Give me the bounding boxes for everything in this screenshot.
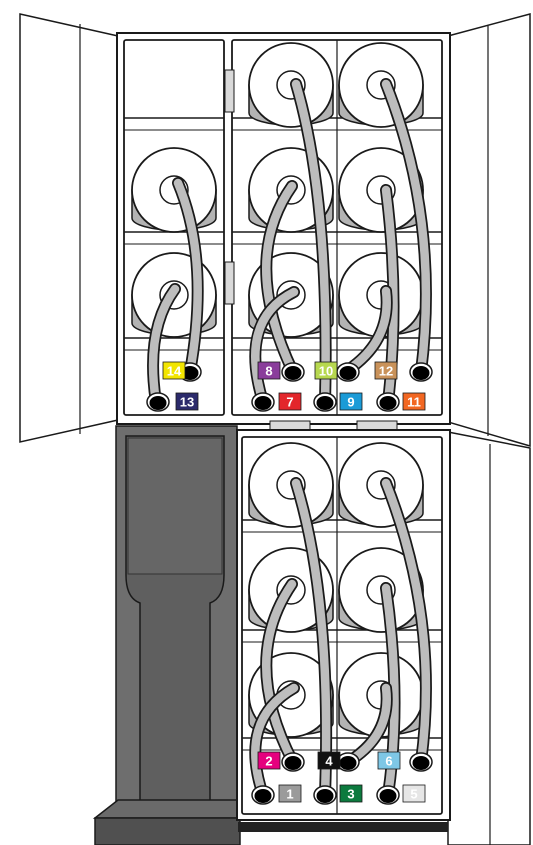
control-tower [116,426,237,806]
cartridge-tag-3: 3 [340,785,362,802]
connector-port[interactable] [377,786,399,804]
connector-port[interactable] [252,393,274,411]
connector-port[interactable] [410,363,432,381]
cartridge-tag-14: 14 [163,362,185,379]
cartridge-tag-13: 13 [176,393,198,410]
connector-port[interactable] [337,363,359,381]
cartridge-number: 11 [407,395,421,410]
cartridge-tag-7: 7 [279,393,301,410]
cartridge-number: 7 [286,395,293,410]
connector-port[interactable] [410,753,432,771]
cartridge-tag-6: 6 [378,752,400,769]
connector-port[interactable] [282,753,304,771]
connector-port[interactable] [282,363,304,381]
cartridge-tag-8: 8 [258,362,280,379]
connector-port[interactable] [252,786,274,804]
ink-roll [132,148,216,232]
cartridge-number: 5 [410,787,417,802]
cartridge-number: 14 [167,364,182,379]
cartridge-number: 1 [286,787,293,802]
cartridge-number: 8 [265,364,272,379]
cartridge-number: 2 [265,754,272,769]
cartridge-number: 4 [325,754,333,769]
cartridge-number: 13 [180,395,194,410]
cartridge-number: 6 [385,754,392,769]
cartridge-number: 3 [347,787,354,802]
cartridge-number: 12 [379,364,393,379]
cartridge-tag-2: 2 [258,752,280,769]
cartridge-tag-1: 1 [279,785,301,802]
cartridge-number: 9 [347,395,354,410]
cartridge-tag-12: 12 [375,362,397,379]
right-door-upper [448,14,530,446]
cartridge-tag-10: 10 [315,362,337,379]
right-door-lower [448,432,530,845]
cartridge-tag-9: 9 [340,393,362,410]
cartridge-tag-4: 4 [318,752,340,769]
left-door [20,14,118,442]
cartridge-tag-11: 11 [403,393,425,410]
connector-port[interactable] [314,393,336,411]
cartridge-tag-5: 5 [403,785,425,802]
connector-port[interactable] [147,393,169,411]
connector-port[interactable] [314,786,336,804]
cartridge-number: 10 [319,364,333,379]
connector-port[interactable] [377,393,399,411]
